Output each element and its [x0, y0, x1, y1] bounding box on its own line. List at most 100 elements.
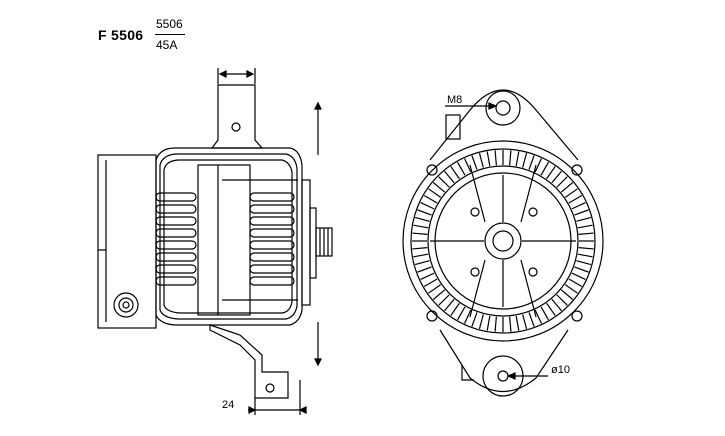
fin [423, 278, 438, 288]
fin [420, 201, 435, 210]
fin [568, 278, 583, 288]
fin [450, 302, 460, 316]
rim-screw [426, 310, 438, 322]
mount-thread-label: M8 [447, 94, 462, 106]
fin [515, 315, 520, 331]
top-mount-ear [210, 84, 264, 149]
fin [571, 201, 586, 210]
fin [564, 188, 578, 198]
fin [509, 316, 512, 332]
fin [534, 158, 543, 173]
fin [438, 294, 450, 306]
hub-inner [492, 230, 514, 252]
pulley-hub [309, 207, 317, 279]
fin [417, 209, 432, 216]
bolt-hole [528, 207, 538, 217]
fin [560, 289, 574, 300]
bottom-dim-lines [248, 380, 306, 415]
fraction-line [155, 34, 185, 35]
fin [471, 155, 478, 170]
bolt-hole [528, 267, 538, 277]
band-detail [217, 165, 298, 315]
fin [450, 166, 460, 180]
fin [534, 309, 543, 324]
hub-outer [484, 222, 522, 260]
fin [432, 289, 446, 300]
front-top-ear [429, 89, 579, 161]
fin [509, 150, 512, 166]
fin [546, 166, 556, 180]
fin [556, 294, 568, 306]
fin [486, 315, 491, 331]
bolt-hole [470, 207, 480, 217]
side-lug [445, 114, 461, 140]
fin [428, 188, 442, 198]
bolt-hole [470, 267, 480, 277]
fin [494, 316, 497, 332]
fin [494, 150, 497, 166]
front-view [402, 89, 604, 397]
ref-arrows [314, 101, 322, 367]
fin [528, 312, 535, 327]
top-ear-hole [495, 100, 511, 116]
fin [438, 176, 450, 188]
fin [414, 260, 430, 266]
fin [571, 272, 586, 281]
fin [577, 224, 593, 229]
fin [564, 284, 578, 294]
fin-ring-outer [410, 148, 596, 334]
terminal-inner [118, 297, 134, 313]
bottom-dim-arrows [248, 406, 307, 414]
fin [574, 209, 589, 216]
m8-arrow [488, 102, 498, 110]
top-dim-arrows [218, 70, 255, 78]
fin [414, 216, 430, 222]
fin [551, 170, 562, 184]
fin [413, 224, 429, 229]
shaft-thread [319, 228, 329, 256]
rim-screw [571, 310, 583, 322]
fin [556, 176, 568, 188]
fin [444, 170, 455, 184]
fin [578, 232, 594, 235]
cooling-slots-right [249, 192, 295, 286]
fin [578, 247, 594, 250]
model-code: F 5506 [98, 27, 144, 43]
current-rating: 45A [156, 38, 178, 52]
stator-band [197, 164, 251, 316]
fin-ring-inner [427, 165, 579, 317]
spokes [430, 164, 576, 318]
fin [471, 312, 478, 327]
part-number: 5506 [156, 17, 183, 31]
front-bottom-ear [439, 329, 569, 392]
fin [528, 155, 535, 170]
top-mount-hole [231, 122, 241, 132]
terminal-outer [113, 292, 139, 318]
fin [412, 247, 428, 250]
rim-screw [426, 164, 438, 176]
front-flange [301, 179, 311, 306]
fin [522, 314, 528, 330]
fin [560, 182, 574, 193]
fin [574, 266, 589, 273]
fin [432, 182, 446, 193]
fin [576, 216, 592, 222]
bore-diameter-label: ø10 [551, 364, 570, 376]
fin [540, 306, 550, 321]
fin [463, 309, 472, 324]
fin [540, 161, 550, 176]
rim-screw [571, 164, 583, 176]
fin [444, 298, 455, 312]
fin [463, 158, 472, 173]
d10-arrow [506, 372, 516, 380]
cooling-slots-left [155, 192, 197, 286]
fin [478, 152, 484, 168]
fin [478, 314, 484, 330]
fin [456, 306, 466, 321]
fin [420, 272, 435, 281]
housing-ring [163, 159, 293, 314]
main-housing [155, 147, 303, 326]
fin [456, 161, 466, 176]
fin [551, 298, 562, 312]
